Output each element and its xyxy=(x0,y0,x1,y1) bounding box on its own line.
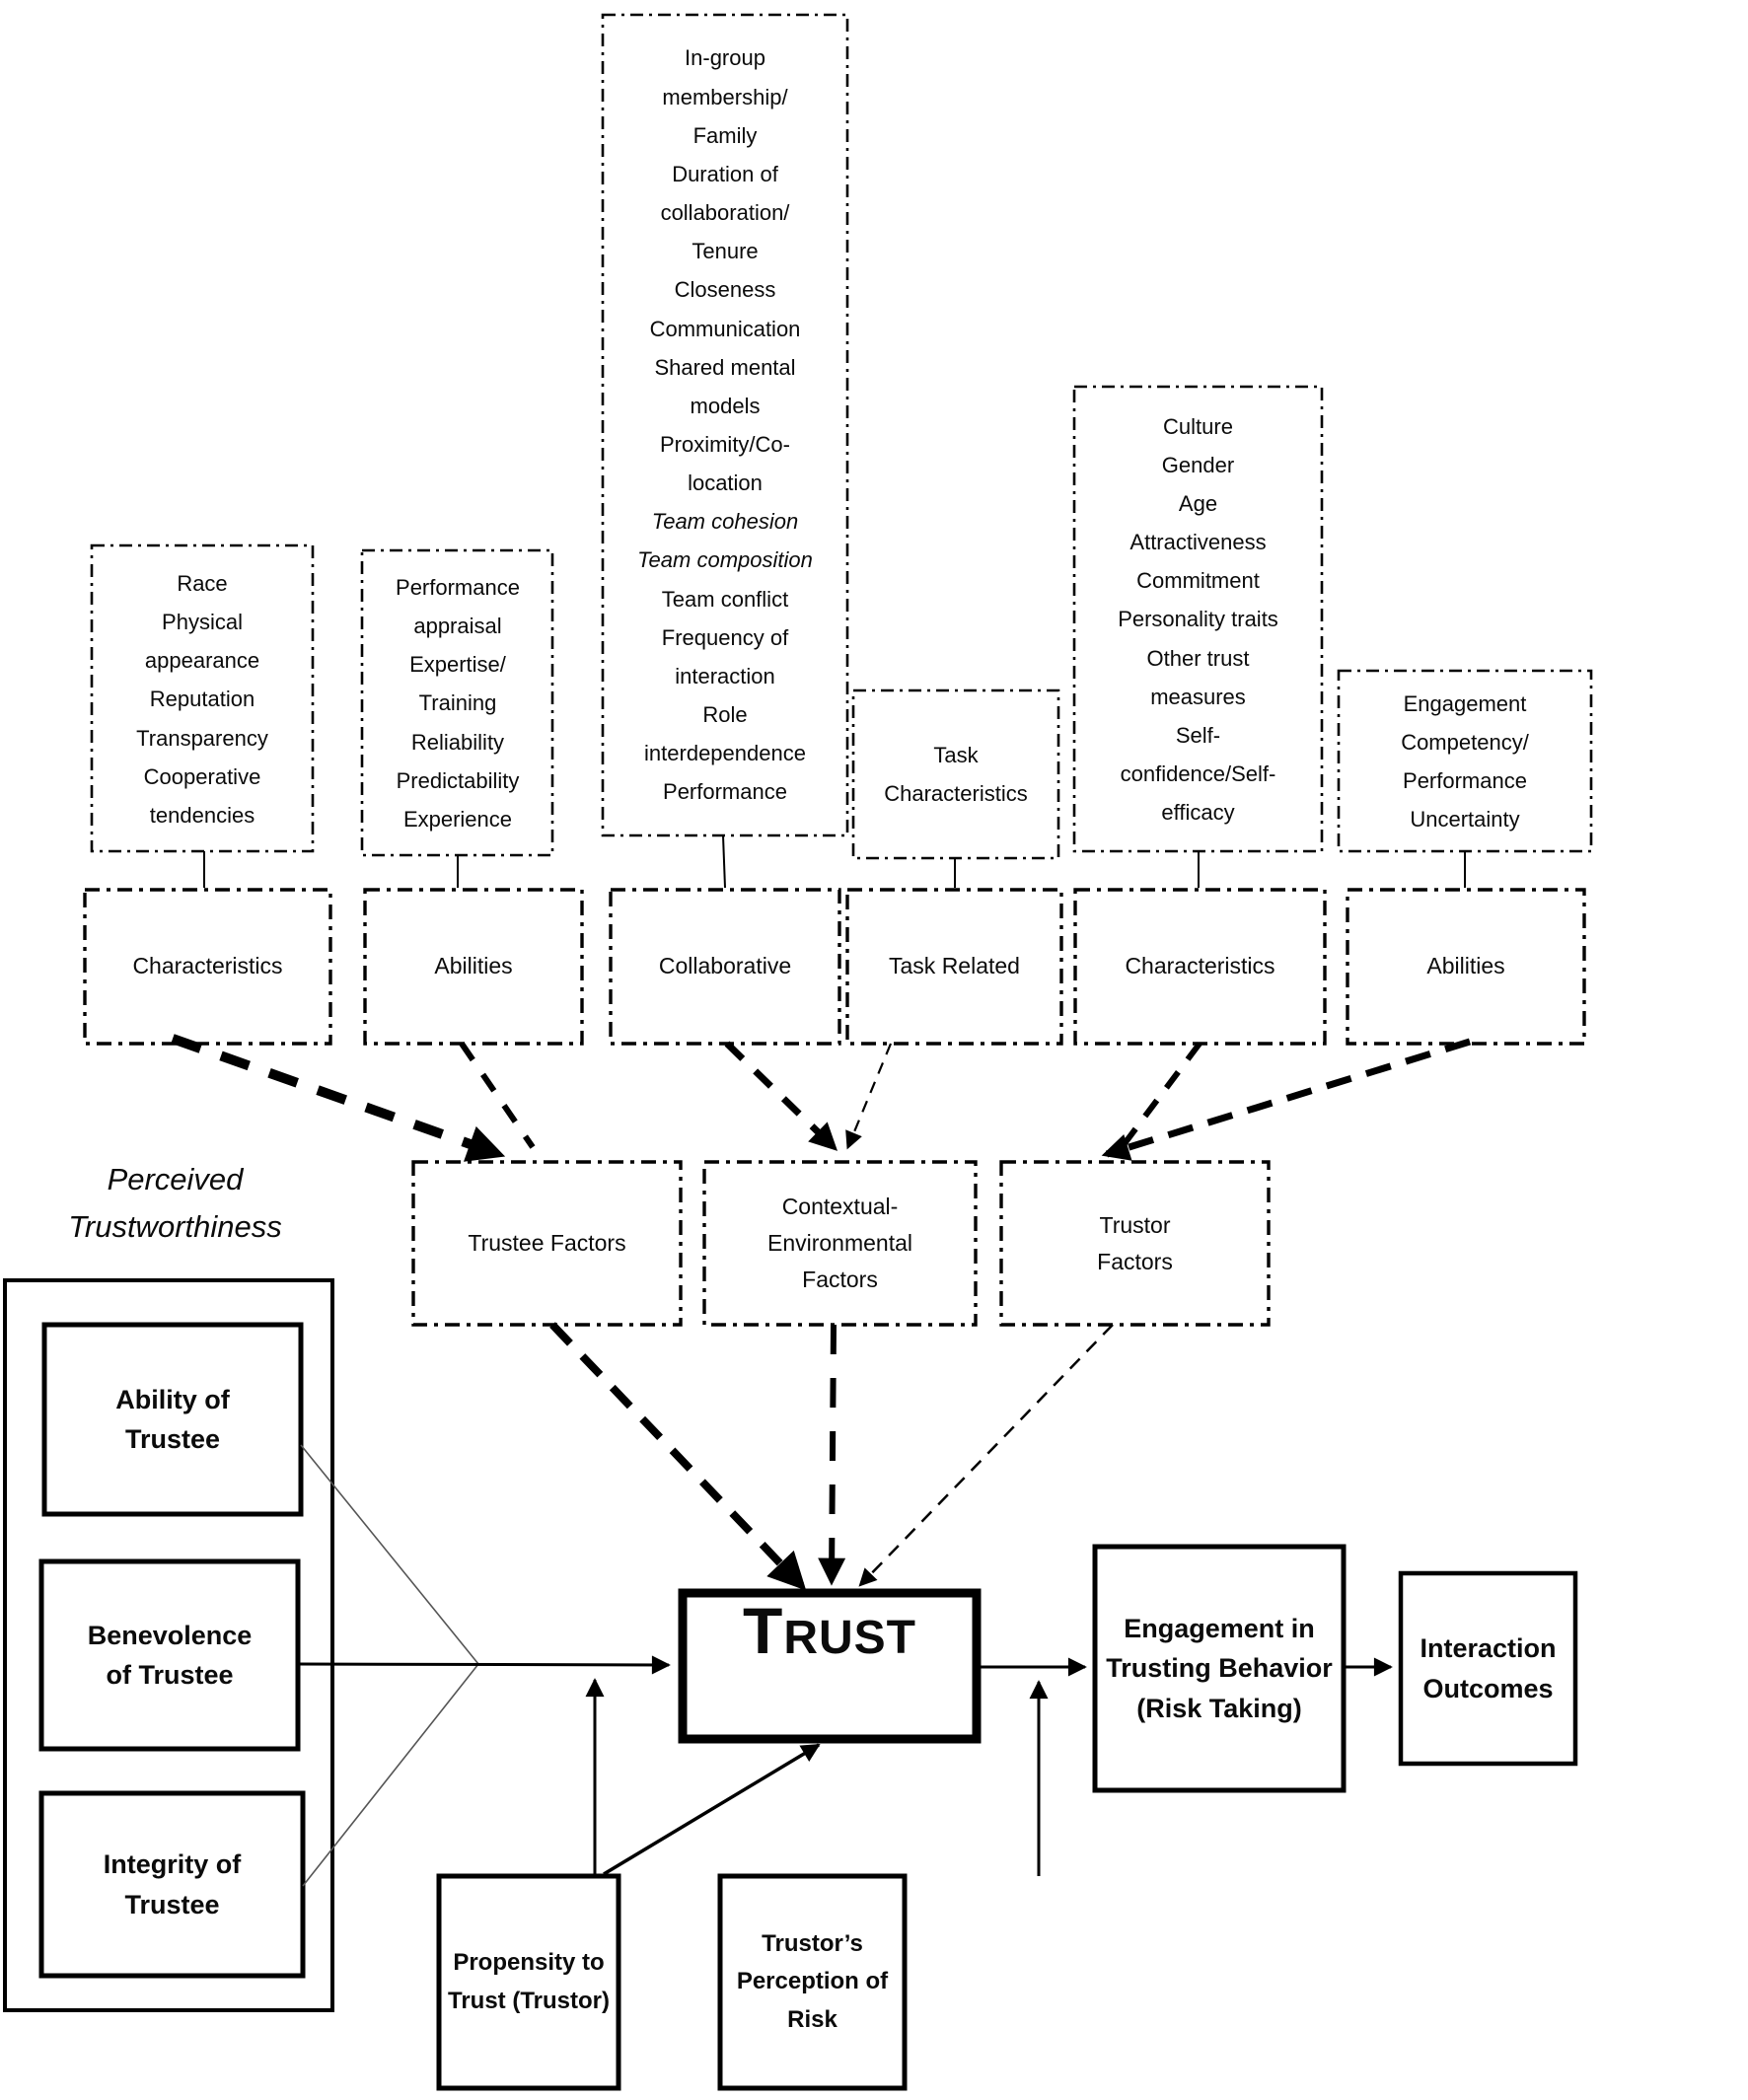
arrow-trustee-factors-to-trust xyxy=(549,1322,807,1591)
box-integrity-of-trustee xyxy=(38,1790,306,1979)
collaborative-list-italic: Team cohesion Team composition xyxy=(637,509,813,573)
trustor-factors-label: Trustor Factors xyxy=(1097,1211,1173,1274)
box-trustee-factors xyxy=(411,1160,683,1327)
trust-label-rest: RUST xyxy=(783,1612,916,1664)
category-trustor-abilities: Abilities xyxy=(1426,953,1505,979)
box-trustee-characteristics-list xyxy=(90,543,315,853)
arrow-trustor-abilities-to-trustor-factors xyxy=(1101,1038,1472,1161)
integrity-of-trustee-label: Integrity of Trustee xyxy=(103,1849,242,1919)
interaction-outcomes-label: Interaction Outcomes xyxy=(1420,1633,1557,1703)
arrow-contextual-factors-to-trust xyxy=(818,1324,846,1586)
trustee-abilities-list: Performance appraisal Expertise/ Trainin… xyxy=(396,574,520,832)
trustor-characteristics-list: Culture Gender Age Attractiveness Commit… xyxy=(1118,413,1278,826)
contextual-environmental-factors-label: Contextual- Environmental Factors xyxy=(766,1194,913,1292)
collaborative-list-top: In-group membership/ Family Duration of … xyxy=(649,45,801,496)
trust-label-initial: T xyxy=(743,1594,784,1667)
trustor-perception-of-risk-label: Trustor’s Perception of Risk xyxy=(736,1929,889,2033)
box-propensity-to-trust xyxy=(436,1873,621,2091)
box-interaction-outcomes xyxy=(1398,1570,1578,1767)
category-trustee-abilities: Abilities xyxy=(434,953,513,979)
box-ability-of-trustee xyxy=(41,1322,304,1517)
collaborative-list-bottom: Team conflict Frequency of interaction R… xyxy=(644,586,806,805)
category-task-related: Task Related xyxy=(889,953,1020,979)
box-task-related xyxy=(845,888,1063,1046)
box-trustee-abilities xyxy=(363,888,584,1046)
category-trustor-characteristics: Characteristics xyxy=(1125,953,1275,979)
connector-ingroup-list-to-collaborative xyxy=(722,834,726,889)
arrow-trustee-abilities-to-trustee-factors xyxy=(459,1042,536,1149)
arrow-trustor-factors-to-trust xyxy=(858,1324,1114,1587)
box-collaborative-list xyxy=(601,13,849,837)
arrow-trustee-characteristics-to-trustee-factors xyxy=(171,1034,506,1162)
box-trustor-factors xyxy=(999,1160,1271,1327)
trustor-abilities-list: Engagement Competency/ Performance Uncer… xyxy=(1401,690,1529,833)
link-ability-to-junction xyxy=(300,1444,479,1665)
arrow-collaborative-to-contextual-factors xyxy=(724,1041,838,1151)
arrow-propensity-to-trust xyxy=(603,1743,821,1876)
ability-of-trustee-label: Ability of Trustee xyxy=(115,1384,230,1455)
box-trustor-characteristics xyxy=(1073,888,1327,1046)
box-benevolence-of-trustee xyxy=(38,1558,301,1752)
arrow-task-related-to-contextual-factors xyxy=(845,1043,893,1150)
category-collaborative: Collaborative xyxy=(658,953,792,979)
collaborative-list: In-group membership/ Family Duration of … xyxy=(608,25,842,826)
trustee-factors-label: Trustee Factors xyxy=(468,1230,626,1257)
propensity-to-trust-label: Propensity to Trust (Trustor) xyxy=(447,1949,610,2014)
arrow-trustor-characteristics-to-trustor-factors xyxy=(1117,1042,1202,1152)
benevolence-of-trustee-label: Benevolence of Trustee xyxy=(87,1620,253,1691)
box-collaborative xyxy=(609,888,841,1046)
task-characteristics-list: Task Characteristics xyxy=(884,742,1028,806)
box-perceived-trustworthiness-group xyxy=(3,1278,334,2012)
category-trustee-characteristics: Characteristics xyxy=(132,953,283,979)
perceived-trustworthiness-heading: Perceived Trustworthiness xyxy=(68,1161,282,1244)
link-integrity-to-junction xyxy=(302,1663,479,1887)
box-trustee-characteristics xyxy=(83,888,332,1046)
arrow-perceived-trustworthiness-to-trust xyxy=(297,1655,671,1675)
box-trustor-perception-of-risk xyxy=(717,1873,908,2091)
engagement-trusting-behavior-label: Engagement in Trusting Behavior (Risk Ta… xyxy=(1106,1613,1333,1723)
trustee-characteristics-list: Race Physical appearance Reputation Tran… xyxy=(136,570,268,828)
box-contextual-environmental-factors xyxy=(702,1160,978,1327)
